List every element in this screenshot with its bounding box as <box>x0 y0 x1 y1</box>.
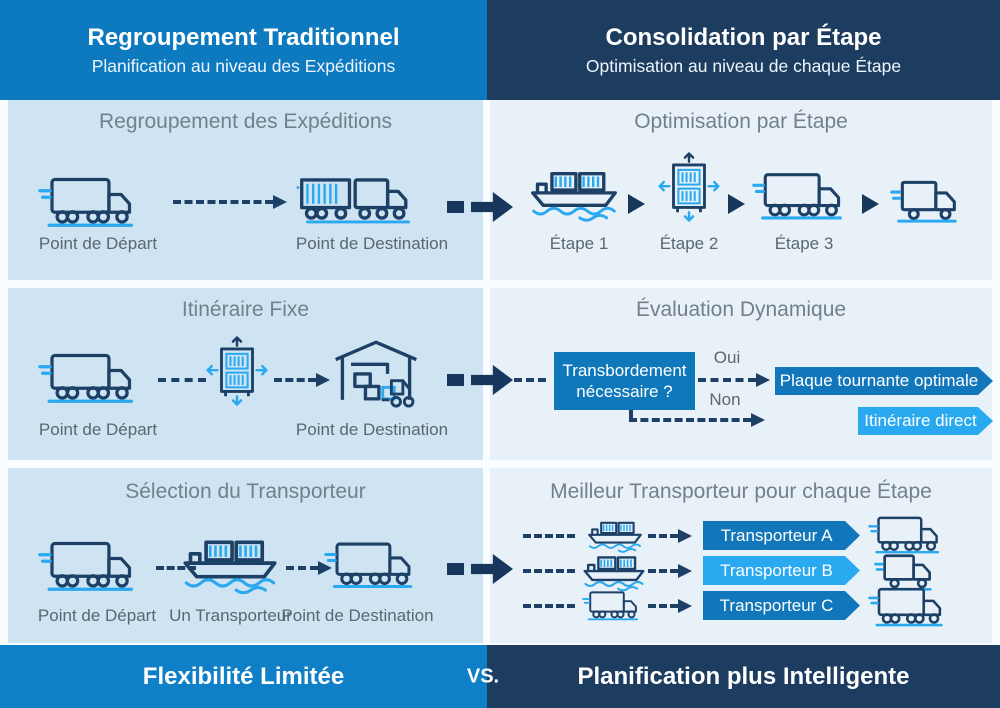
panel-title: Itinéraire Fixe <box>181 298 310 321</box>
no-dashed-line <box>629 410 633 422</box>
panel-step-optimisation: Optimisation par Étape Étape 1 Étape 2 É… <box>490 100 992 280</box>
step-arrow-icon <box>628 194 645 214</box>
cargo-ship-icon <box>178 526 282 594</box>
panel-carrier-selection: Sélection du Transporteur Point de Dépar… <box>8 468 483 643</box>
no-label: Non <box>709 390 741 409</box>
semi-truck-icon <box>38 346 150 408</box>
box-truck-icon <box>890 174 964 226</box>
container-icon <box>658 148 720 226</box>
header-right: Consolidation par Étape Optimisation au … <box>487 0 1000 100</box>
dashed-arrow <box>286 561 332 575</box>
panel-title: Regroupement des Expéditions <box>98 110 392 133</box>
header-right-subtitle: Optimisation au niveau de chaque Étape <box>585 56 902 76</box>
end-label: Point de Destination <box>295 420 449 439</box>
step-2-label: Étape 2 <box>659 234 719 253</box>
end-label: Point de Destination <box>281 606 434 625</box>
step-arrow-icon <box>728 194 745 214</box>
header-right-title: Consolidation par Étape <box>605 24 882 51</box>
warehouse-forklift-icon <box>328 332 424 412</box>
cargo-ship-icon <box>526 158 622 222</box>
footer-right: Planification plus Intelligente <box>487 645 1000 708</box>
dashed-arrow <box>648 599 692 613</box>
header-left: Regroupement Traditionnel Planification … <box>0 0 487 100</box>
carrier-banner-c: Transporteur C <box>703 591 860 620</box>
panel-best-carrier: Meilleur Transporteur pour chaque Étape … <box>490 468 992 643</box>
semi-truck-icon <box>38 534 150 596</box>
semi-truck-icon <box>324 534 428 594</box>
panel-title: Optimisation par Étape <box>634 110 848 133</box>
yes-label: Oui <box>713 348 741 367</box>
yes-dashed-arrow <box>698 373 770 387</box>
start-label: Point de Départ <box>38 234 158 253</box>
footer: Flexibilité Limitée Planification plus I… <box>0 645 1000 708</box>
panel-title: Évaluation Dynamique <box>635 298 847 321</box>
panel-title: Sélection du Transporteur <box>125 480 366 503</box>
step-arrow-icon <box>862 194 879 214</box>
step-1-label: Étape 1 <box>549 234 609 253</box>
panel-shipment-grouping: Regroupement des Expéditions Point de Dé… <box>8 100 483 280</box>
header: Regroupement Traditionnel Planification … <box>0 0 1000 100</box>
container-icon <box>206 332 268 410</box>
dashed-arrow <box>648 564 692 578</box>
footer-left: Flexibilité Limitée <box>0 645 487 708</box>
dashed-arrow <box>648 529 692 543</box>
carrier-banner-b: Transporteur B <box>703 556 860 585</box>
no-dashed-arrow <box>629 413 765 427</box>
semi-truck-icon <box>38 170 150 232</box>
mid-label: Un Transporteur <box>169 606 292 625</box>
semi-truck-icon <box>868 582 956 630</box>
header-left-subtitle: Planification au niveau des Expéditions <box>91 56 396 76</box>
panel-fixed-route: Itinéraire Fixe Point de Départ Point de… <box>8 288 483 460</box>
end-label: Point de Destination <box>295 234 449 253</box>
transfer-arrow <box>447 365 513 395</box>
transfer-arrow <box>447 554 513 584</box>
dashed-line <box>523 569 575 573</box>
dashed-line <box>523 604 575 608</box>
container-truck-icon <box>296 168 422 230</box>
dashed-line <box>158 378 206 382</box>
start-label: Point de Départ <box>38 420 158 439</box>
dashed-line <box>523 534 575 538</box>
dashed-line <box>156 566 196 570</box>
panel-title: Meilleur Transporteur pour chaque Étape <box>550 480 932 503</box>
carrier-banner-a: Transporteur A <box>703 521 860 550</box>
transfer-arrow <box>447 192 513 222</box>
dashed-line <box>502 378 546 382</box>
banner-optimal-hub: Plaque tournante optimale <box>775 367 993 395</box>
footer-right-text: Planification plus Intelligente <box>577 662 910 690</box>
dashed-arrow <box>173 195 287 209</box>
panel-dynamic-evaluation: Évaluation Dynamique Transbordement néce… <box>490 288 992 460</box>
semi-truck-icon <box>752 166 858 224</box>
semi-truck-icon <box>582 586 648 624</box>
banner-direct-route: Itinéraire direct <box>858 407 993 435</box>
step-3-label: Étape 3 <box>774 234 834 253</box>
vs-label: VS. <box>466 665 500 687</box>
decision-box: Transbordement nécessaire ? <box>554 352 695 410</box>
header-left-title: Regroupement Traditionnel <box>87 24 400 51</box>
start-label: Point de Départ <box>37 606 157 625</box>
dashed-arrow <box>274 373 330 387</box>
footer-left-text: Flexibilité Limitée <box>142 662 345 690</box>
